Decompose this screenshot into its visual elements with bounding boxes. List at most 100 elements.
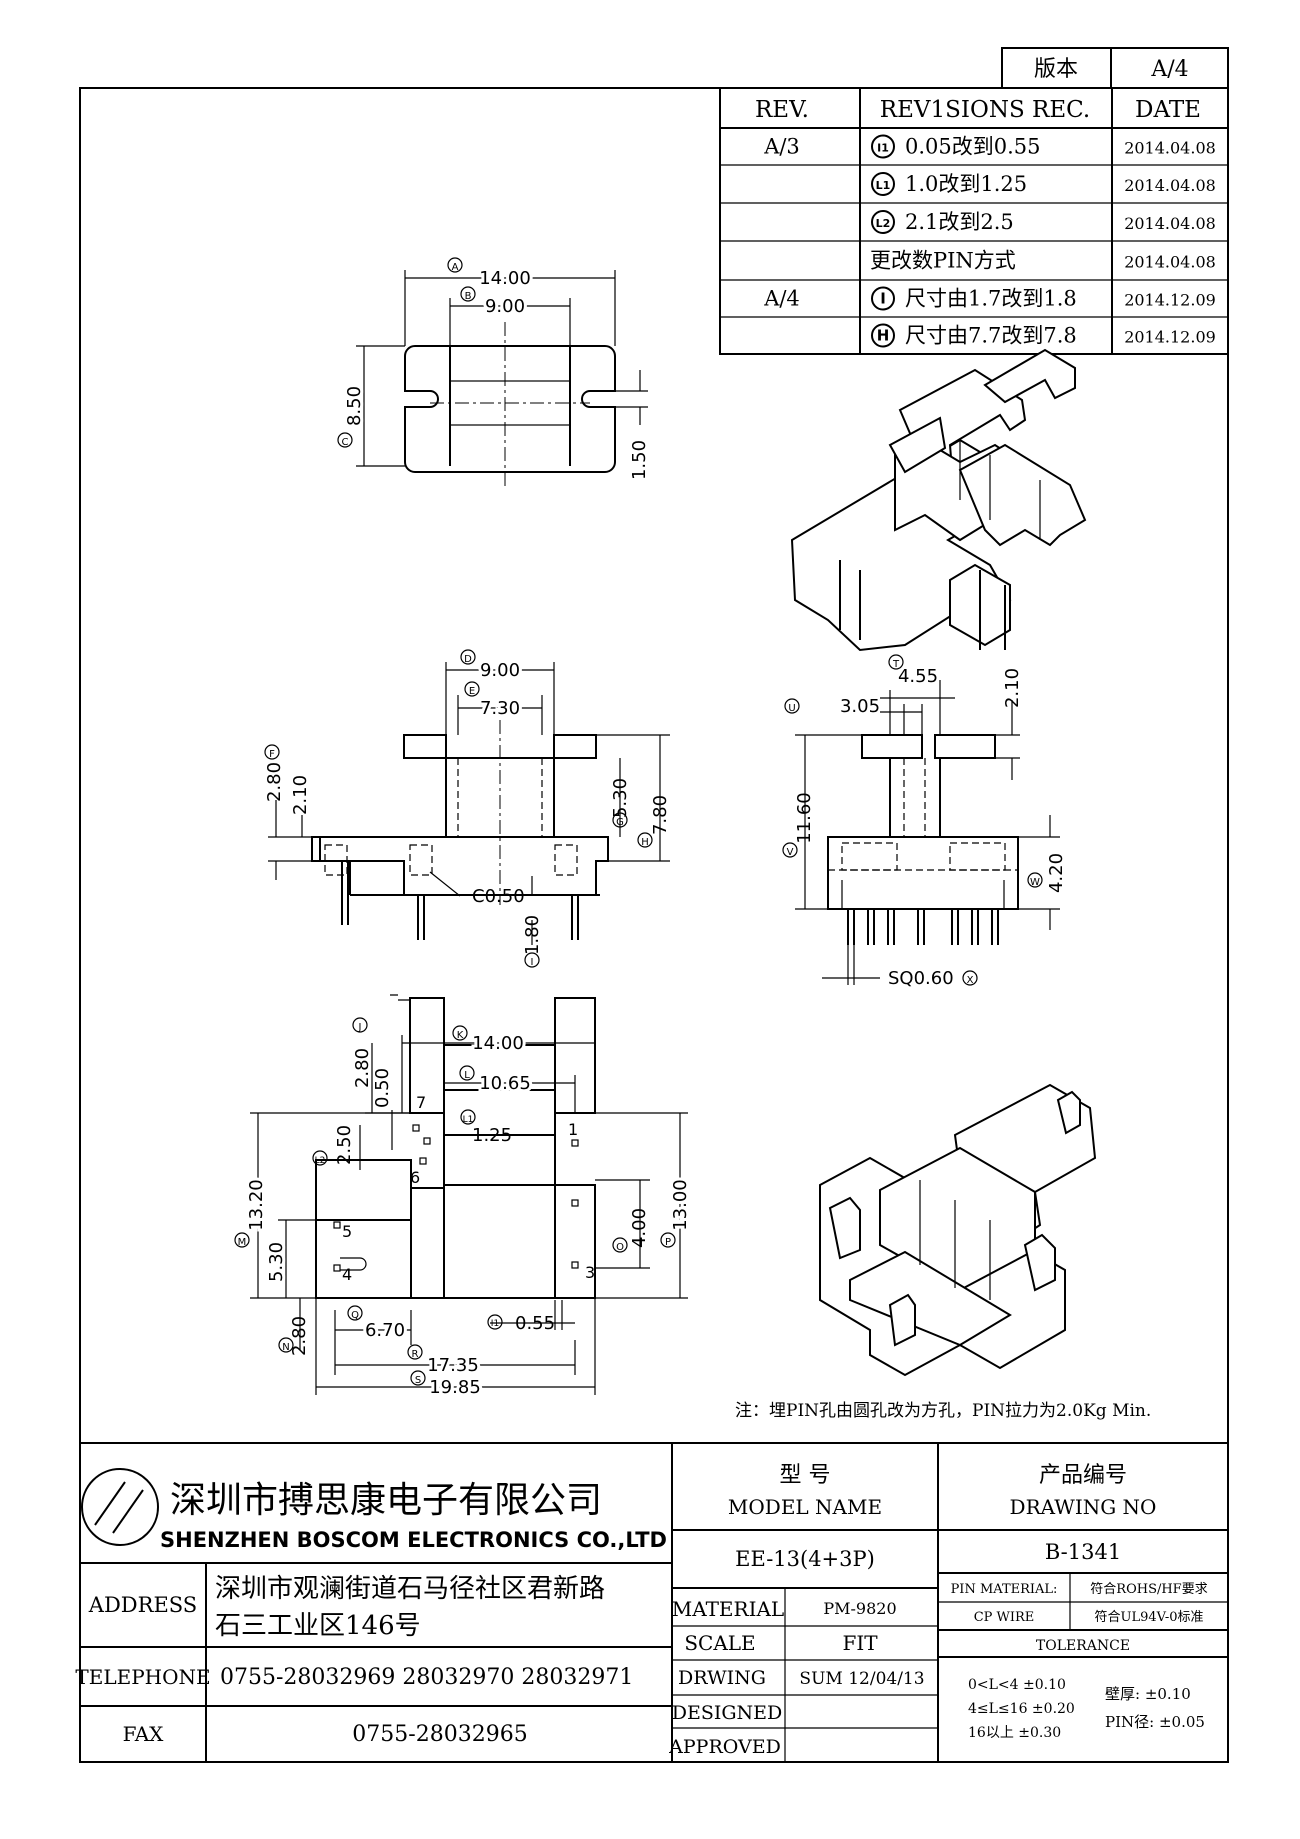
tolerance-row-2: 4≤L≤16 ±0.20 xyxy=(968,1701,1075,1717)
cp-wire-value: 符合UL94V-0标准 xyxy=(1095,1609,1204,1625)
dim-e: 7.30 xyxy=(480,698,520,719)
dim-side-top: 2.10 xyxy=(1002,668,1023,708)
material-label: MATERIAL xyxy=(672,1597,784,1621)
svg-text:R: R xyxy=(412,1349,419,1360)
svg-text:L1: L1 xyxy=(463,1115,474,1125)
model-value: EE-13(4+3P) xyxy=(735,1547,875,1571)
svg-text:W: W xyxy=(1030,877,1040,888)
svg-text:I1: I1 xyxy=(491,1319,499,1329)
sheet-border xyxy=(79,87,1229,1763)
svg-text:S: S xyxy=(415,1375,421,1386)
svg-text:M: M xyxy=(238,1237,247,1248)
dim-n2: 5.30 xyxy=(266,1242,287,1282)
version-box: 版本 A/4 xyxy=(1001,47,1229,89)
note-text: 注：埋PIN孔由圆孔改为方孔，PIN拉力为2.0Kg Min. xyxy=(735,1401,1151,1421)
scale-label: SCALE xyxy=(684,1631,755,1655)
pin-dia-tolerance: PIN径: ±0.05 xyxy=(1105,1713,1205,1731)
revision-marker-icon xyxy=(871,323,895,348)
drawing-value: B-1341 xyxy=(1045,1540,1121,1564)
company-logo xyxy=(81,1468,159,1546)
pin-7: 7 xyxy=(416,1093,426,1112)
svg-text:L2: L2 xyxy=(315,1156,326,1166)
drwing-value: SUM 12/04/13 xyxy=(799,1669,924,1689)
approved-label: APPROVED xyxy=(668,1736,781,1758)
revision-marker-icon xyxy=(871,286,895,311)
drawing-cn: 产品编号 xyxy=(1039,1463,1127,1488)
revision-marker-label: I1 xyxy=(877,142,889,155)
telephone-label: TELEPHONE xyxy=(75,1665,210,1689)
svg-text:G: G xyxy=(616,817,624,828)
dim-n: 2.80 xyxy=(289,1316,310,1356)
dim-d: 9.00 xyxy=(480,660,520,681)
rev-cell: A/4 xyxy=(763,287,800,311)
version-label: 版本 xyxy=(1034,57,1078,82)
svg-text:C: C xyxy=(342,437,349,448)
svg-text:K: K xyxy=(457,1030,464,1041)
revision-marker-label: H xyxy=(877,327,890,345)
dim-i: 1.80 xyxy=(522,915,543,955)
scale-value: FIT xyxy=(842,1631,878,1655)
pin-1: 1 xyxy=(568,1120,578,1139)
dim-l2: 2.50 xyxy=(334,1125,355,1165)
svg-text:T: T xyxy=(892,659,900,670)
pin-3: 3 xyxy=(585,1263,595,1282)
material-value: PM-9820 xyxy=(823,1599,896,1618)
dim-g: 5.30 xyxy=(610,778,631,818)
dim-k: 14.00 xyxy=(472,1033,524,1054)
side-view: T 4.55 U 3.05 2.10 11.60 V 4.20 W SQ0.60… xyxy=(782,654,1067,989)
fax-label: FAX xyxy=(123,1722,165,1746)
address-line-1: 深圳市观澜街道石马径社区君新路 xyxy=(215,1574,605,1604)
revision-date: 2014.04.08 xyxy=(1124,176,1216,195)
dim-c: 8.50 xyxy=(344,386,365,426)
model-cn: 型 号 xyxy=(780,1463,831,1488)
svg-text:D: D xyxy=(464,654,472,665)
svg-text:P: P xyxy=(665,1237,671,1248)
svg-text:A: A xyxy=(452,262,459,273)
revision-date: 2014.04.08 xyxy=(1124,139,1216,158)
tolerance-label: TOLERANCE xyxy=(1036,1638,1130,1654)
dim-q: 6.70 xyxy=(365,1320,405,1341)
revision-marker-label: L2 xyxy=(876,217,891,230)
dim-slot: 1.50 xyxy=(629,440,650,480)
dim-h: 7.80 xyxy=(650,795,671,835)
dim-l1: 1.25 xyxy=(472,1125,512,1146)
isometric-view-top xyxy=(790,348,1087,652)
svg-text:J: J xyxy=(358,1022,362,1033)
address-label: ADDRESS xyxy=(88,1593,197,1617)
title-block: 深圳市搏思康电子有限公司 SHENZHEN BOSCOM ELECTRONICS… xyxy=(75,1442,1228,1762)
svg-text:H: H xyxy=(641,837,649,848)
svg-text:B: B xyxy=(465,291,472,302)
dim-t: 4.55 xyxy=(898,666,938,687)
dim-x: SQ0.60 xyxy=(888,968,954,989)
date-header: DATE xyxy=(1135,97,1201,123)
dim-m: 13.20 xyxy=(246,1179,267,1231)
revision-text: 更改数PIN方式 xyxy=(870,249,1016,273)
version-value: A/4 xyxy=(1150,57,1188,82)
drawing-en: DRAWING NO xyxy=(1010,1495,1157,1519)
revision-marker-label: I xyxy=(880,290,886,308)
wall-tolerance: 壁厚: ±0.10 xyxy=(1105,1685,1191,1703)
svg-text:Q: Q xyxy=(351,1310,359,1321)
revision-marker-icon xyxy=(871,210,895,234)
svg-text:O: O xyxy=(616,1242,624,1253)
tolerance-row-3: 16以上 ±0.30 xyxy=(968,1725,1061,1741)
telephone-value: 0755-28032969 28032970 28032971 xyxy=(220,1665,633,1690)
revision-marker-label: L1 xyxy=(876,179,891,192)
svg-text:X: X xyxy=(967,975,974,986)
svg-text:L: L xyxy=(464,1070,470,1081)
dim-l: 10.65 xyxy=(479,1073,531,1094)
model-en: MODEL NAME xyxy=(728,1495,882,1519)
dim-s: 19.85 xyxy=(429,1377,481,1398)
pin-material-label: PIN MATERIAL: xyxy=(951,1582,1058,1597)
dim-v: 11.60 xyxy=(794,792,815,844)
svg-text:V: V xyxy=(787,847,794,858)
dim-u: 3.05 xyxy=(840,696,880,717)
dim-p: 13.00 xyxy=(670,1179,691,1231)
revision-date: 2014.12.09 xyxy=(1124,328,1216,347)
front-view: D 9.00 E 7.30 2.80 F 2.10 5.30 G 7.80 H … xyxy=(264,649,671,968)
dim-f: 2.80 xyxy=(264,762,285,802)
revision-text: 1.0改到1.25 xyxy=(905,172,1027,196)
dim-w: 4.20 xyxy=(1046,853,1067,893)
dim-chamfer: C0.50 xyxy=(472,886,525,907)
